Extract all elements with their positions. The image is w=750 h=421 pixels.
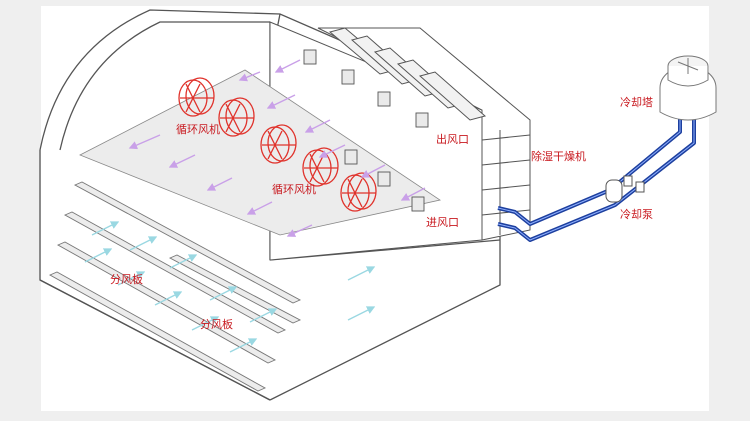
label-outlet: 出风口	[436, 132, 469, 146]
wall-vents	[303, 49, 429, 212]
fan-icon	[302, 147, 339, 187]
label-plate-right: 分风板	[200, 317, 233, 331]
cooling-pump-icon	[605, 175, 645, 203]
label-fan-top: 循环风机	[176, 122, 220, 136]
air-distribution-plates	[48, 181, 302, 392]
cooling-tower-icon	[659, 55, 717, 121]
fan-icon	[260, 124, 297, 164]
label-plate-left: 分风板	[110, 272, 143, 286]
circulation-fans	[178, 77, 377, 212]
dehumidifier-unit	[317, 27, 531, 241]
label-cooling-pump: 冷却泵	[620, 208, 653, 221]
cooling-pipes	[497, 108, 696, 242]
supply-arrows	[84, 221, 376, 353]
diagram-labels: 循环风机 循环风机 出风口 除湿干燥机 冷却塔 冷却泵 进风口 分风板 分风板	[110, 96, 653, 331]
fan-icon	[178, 77, 215, 117]
label-cooling-tower: 冷却塔	[620, 96, 653, 109]
recirculation-arrows	[128, 59, 426, 237]
label-inlet: 进风口	[426, 216, 459, 229]
label-dryer: 除湿干燥机	[531, 149, 586, 163]
fan-icon	[340, 172, 377, 212]
label-fan-middle: 循环风机	[272, 182, 316, 196]
fan-icon	[218, 97, 255, 137]
